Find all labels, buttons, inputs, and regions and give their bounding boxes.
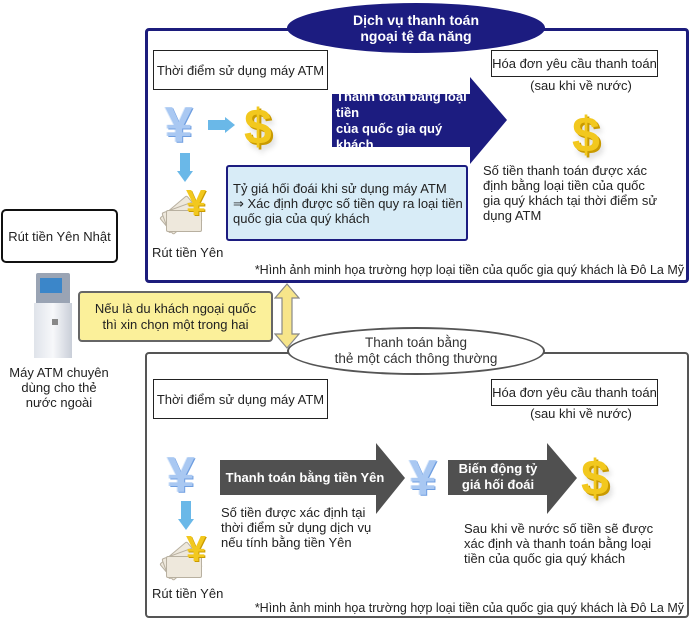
exchange-rate-box: Tỷ giá hối đoái khi sử dụng máy ATM ⇒ Xá… <box>226 165 468 241</box>
atm-time-label: Thời điểm sử dụng máy ATM <box>153 50 328 90</box>
yen-banknotes-icon: ¥ <box>159 528 218 582</box>
atm-machine-icon <box>32 273 72 358</box>
dollar-icon: $ <box>581 450 609 506</box>
withdraw-caption: Rút tiền Yên <box>152 245 224 260</box>
exchange-fluctuation-label: Biến động tỷ giá hối đoái <box>458 461 538 492</box>
result-text: Số tiền thanh toán được xác định bằng lo… <box>483 163 658 223</box>
dollar-icon: $ <box>572 107 600 163</box>
atm-caption: Máy ATM chuyên dùng cho thẻ nước ngoài <box>9 365 109 410</box>
invoice-label: Hóa đơn yêu cầu thanh toán <box>491 379 658 406</box>
footnote: *Hình ảnh minh họa trường hợp loại tiền … <box>254 263 684 277</box>
pay-home-currency-arrow <box>332 77 507 164</box>
invoice-sub: (sau khi về nước) <box>530 406 632 421</box>
withdraw-yen-box: Rút tiền Yên Nhật <box>1 209 118 263</box>
atm-time-label: Thời điểm sử dụng máy ATM <box>153 379 328 419</box>
choice-box: Nếu là du khách ngoại quốc thì xin chọn … <box>78 291 273 342</box>
pay-in-yen-label: Thanh toán bằng tiền Yên <box>225 469 385 485</box>
arrow-down-icon <box>181 501 191 519</box>
dollar-icon: $ <box>244 99 272 155</box>
pay-home-currency-label: Thanh toán bằng loại tiền của quốc gia q… <box>336 88 467 152</box>
yen-icon: ¥ <box>167 447 195 503</box>
yen-banknotes-icon: ¥ <box>159 182 218 236</box>
yen-amount-text: Số tiền được xác định tại thời điểm sử d… <box>221 505 372 550</box>
invoice-sub: (sau khi về nước) <box>530 78 632 93</box>
home-currency-text: Sau khi về nước số tiền sẽ được xác định… <box>464 521 654 566</box>
arrow-right-icon <box>208 120 225 130</box>
double-arrow-icon <box>274 283 300 349</box>
standard-card-title: Thanh toán bằng thẻ một cách thông thườn… <box>287 327 545 375</box>
multi-currency-title: Dịch vụ thanh toán ngoại tệ đa năng <box>287 3 545 53</box>
withdraw-caption: Rút tiền Yên <box>152 586 224 601</box>
pay-in-yen-arrow <box>220 443 405 514</box>
invoice-label: Hóa đơn yêu cầu thanh toán <box>491 50 658 77</box>
footnote: *Hình ảnh minh họa trường hợp loại tiền … <box>254 601 684 615</box>
arrow-down-icon <box>180 153 190 171</box>
yen-icon: ¥ <box>165 97 193 153</box>
exchange-fluctuation-arrow <box>448 443 577 514</box>
yen-icon: ¥ <box>409 450 437 506</box>
